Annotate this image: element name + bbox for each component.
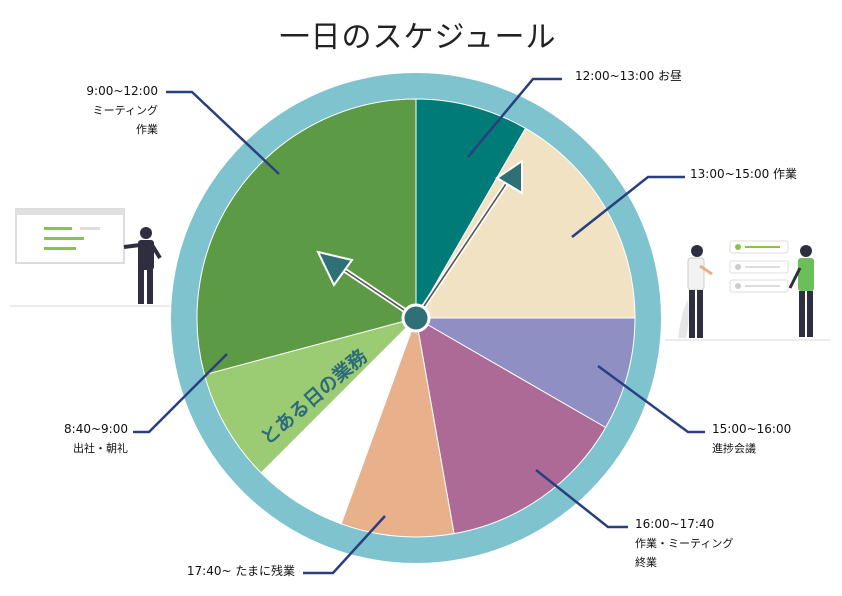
slice-3: [415, 317, 607, 535]
leader-line-2: [597, 364, 705, 434]
slice-0: [415, 98, 527, 320]
segment-labels: 12:00~13:00 お昼 13:00~15:00 作業 15:00~16:00 進…: [64, 69, 797, 578]
segment-time-6: 8:40~9:00: [64, 422, 128, 436]
presentation-person-illustration: [10, 208, 170, 307]
checklist-people-illustration: [665, 240, 830, 341]
segment-desc-6-0: 出社・朝礼: [73, 441, 128, 455]
segment-desc-2-0: 進捗会議: [712, 441, 756, 455]
segment-desc-7-0: ミーティング: [93, 103, 158, 117]
leader-line-6: [133, 353, 228, 434]
slice-1: [415, 127, 636, 319]
slice-4: [340, 316, 455, 538]
leader-line-4: [303, 515, 386, 575]
segment-desc-3-1: 終業: [635, 555, 657, 569]
segment-time-0: 12:00~13:00 お昼: [575, 69, 682, 83]
leader-lines: [133, 77, 705, 575]
segment-desc-7-1: 作業: [136, 123, 158, 136]
clock-hand-icon: [316, 159, 523, 321]
leader-line-7: [166, 90, 280, 175]
segment-time-4: 17:40~ たまに残業: [187, 564, 295, 578]
clock-hub: [401, 303, 431, 333]
leader-line-1: [571, 175, 685, 238]
leader-line-0: [467, 77, 562, 158]
leader-line-3: [535, 469, 628, 529]
segment-time-2: 15:00~16:00: [712, 422, 791, 436]
segment-time-1: 13:00~15:00 作業: [690, 167, 797, 181]
segment-time-7: 9:00~12:00: [86, 84, 158, 98]
slice-6: [203, 317, 418, 474]
segment-time-3: 16:00~17:40: [635, 517, 714, 531]
slice-7: [196, 98, 417, 376]
segment-desc-3-0: 作業・ミーティング: [635, 536, 733, 550]
slice-2: [414, 317, 636, 429]
page-title: 一日のスケジュール: [280, 20, 557, 55]
schedule-slices: [196, 98, 636, 538]
